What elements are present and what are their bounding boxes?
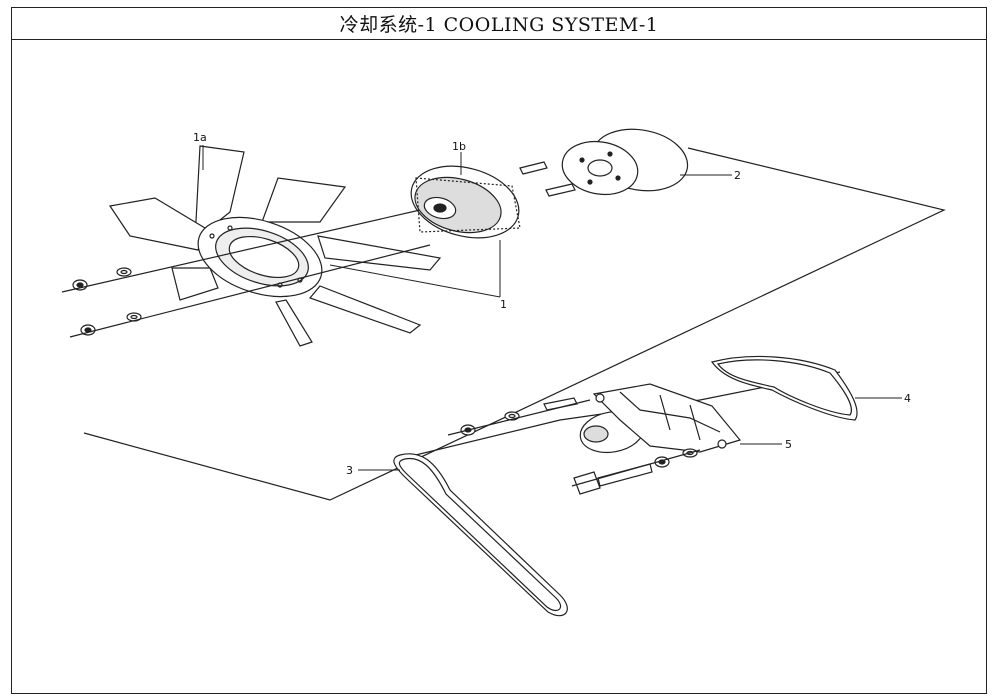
hex-bolt-icon [573, 463, 653, 495]
stud-bolt-icon [519, 161, 576, 197]
washer-icon [116, 267, 142, 322]
v-belt-icon [393, 453, 568, 617]
callout-1: 1 [500, 298, 507, 311]
fan-pulley-icon [561, 128, 689, 196]
callout-1b: 1b [452, 140, 466, 153]
callout-1a: 1a [193, 131, 207, 144]
fan-blade-icon [108, 145, 442, 347]
gasket-icon [711, 355, 858, 421]
leader-lines [202, 145, 902, 471]
stud-bolt-icon [543, 397, 578, 411]
fan-clutch-icon [410, 165, 521, 239]
callout-4: 4 [904, 392, 911, 405]
water-pump-icon [579, 383, 742, 454]
callout-3: 3 [346, 464, 353, 477]
callout-5: 5 [785, 438, 792, 451]
title-bar: 冷却系统-1 COOLING SYSTEM-1 [12, 8, 986, 40]
page-title: 冷却系统-1 COOLING SYSTEM-1 [339, 14, 659, 36]
callout-2: 2 [734, 169, 741, 182]
upper-assembly-outline [83, 147, 946, 501]
drawing-frame: 冷却系统-1 COOLING SYSTEM-1 [11, 7, 987, 694]
